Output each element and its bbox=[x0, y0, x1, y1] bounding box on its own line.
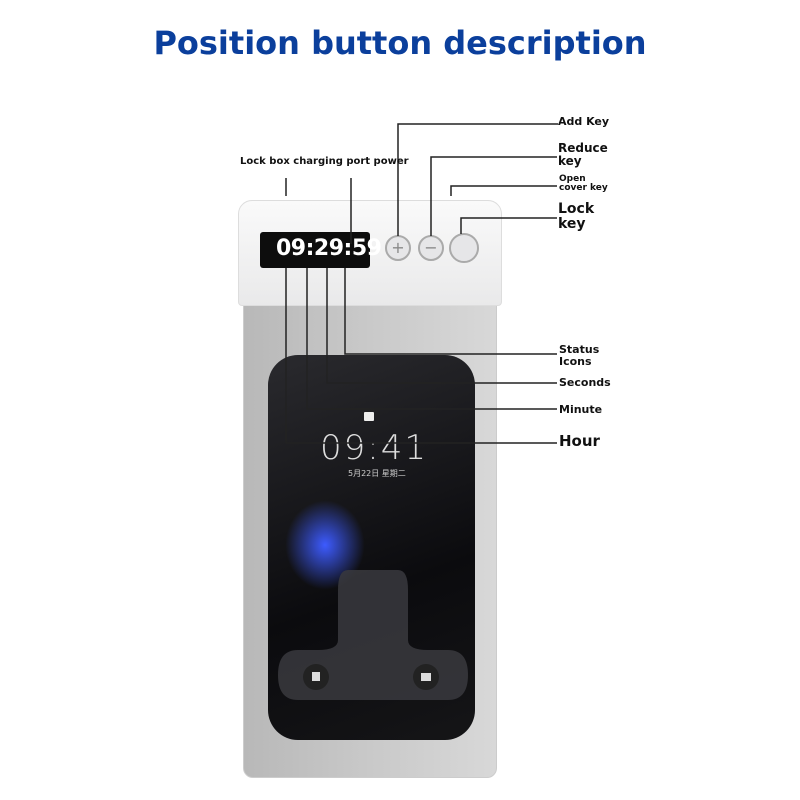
lock-button[interactable] bbox=[449, 233, 479, 263]
reduce-button[interactable]: − bbox=[418, 235, 444, 261]
phone-date: 5月22日 星期二 bbox=[348, 469, 406, 478]
line-reduce-key bbox=[430, 156, 557, 236]
camera-icon bbox=[421, 673, 431, 681]
phone-holder-tray bbox=[278, 570, 468, 700]
line-minute bbox=[306, 268, 557, 410]
flashlight-icon bbox=[312, 672, 320, 681]
display-time: 09:29:59 bbox=[276, 236, 382, 261]
label-hour: Hour bbox=[559, 432, 600, 450]
add-button[interactable]: + bbox=[385, 235, 411, 261]
label-minute: Minute bbox=[559, 403, 603, 416]
label-reduce-key: Reduce key bbox=[558, 141, 608, 168]
label-lock-key: Lock key bbox=[558, 201, 595, 232]
line-seconds bbox=[326, 268, 557, 384]
label-open-cover-key: Open cover key bbox=[559, 174, 608, 194]
line-open-cover-key bbox=[450, 185, 557, 196]
label-add-key: Add Key bbox=[558, 115, 610, 128]
phone-clock: 09:41 bbox=[320, 428, 428, 468]
page-title: Position button description bbox=[153, 24, 647, 62]
line-status-icons bbox=[344, 268, 557, 355]
line-add-key bbox=[397, 123, 558, 236]
line-lock-key bbox=[460, 217, 557, 234]
line-hour bbox=[285, 268, 557, 444]
label-charging-port: Lock box charging port power bbox=[240, 156, 409, 167]
label-status-icons: Status Icons bbox=[559, 343, 600, 368]
label-seconds: Seconds bbox=[559, 376, 611, 389]
lock-icon bbox=[364, 412, 374, 421]
